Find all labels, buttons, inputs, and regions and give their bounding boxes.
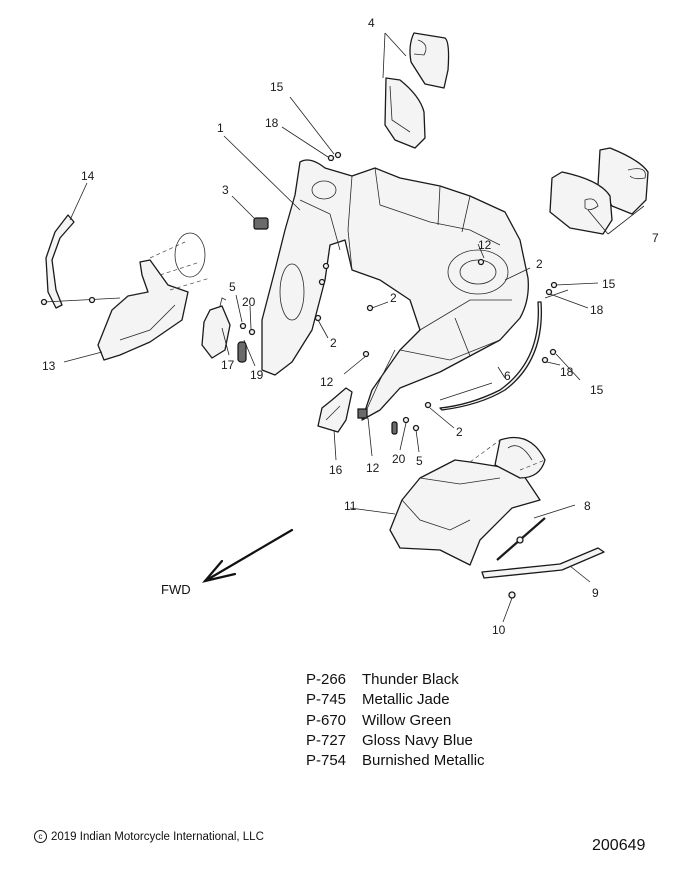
callout-1: 1 (217, 121, 224, 135)
part-17-gasket (201, 297, 231, 359)
callout-15: 15 (270, 80, 284, 94)
callout-15: 15 (602, 277, 616, 291)
leader-lines (63, 32, 645, 623)
forward-direction-arrow (202, 528, 294, 583)
copyright-text: 2019 Indian Motorcycle International, LL… (51, 831, 264, 843)
callout-20: 20 (242, 295, 256, 309)
callout-10: 10 (492, 623, 506, 637)
fasteners (239, 151, 558, 435)
part-4-cover-panels (384, 32, 450, 149)
paint-color-name: Burnished Metallic (362, 752, 485, 770)
callout-5: 5 (229, 280, 236, 294)
paint-code-legend: P-266 Thunder Black P-745 Metallic Jade P-… (306, 670, 485, 771)
paint-code: P-754 (306, 752, 347, 770)
paint-code-row: P-266 Thunder Black (306, 670, 485, 690)
paint-color-name: Thunder Black (362, 671, 459, 688)
callout-18: 18 (590, 303, 604, 317)
callout-18: 18 (560, 365, 574, 379)
callout-17: 17 (221, 358, 235, 372)
paint-code: P-670 (306, 711, 347, 729)
part-6-trim-strip (439, 301, 543, 411)
callout-16: 16 (329, 463, 343, 477)
part-11-lower-fairing (389, 436, 546, 566)
callout-2: 2 (390, 291, 397, 305)
callout-2: 2 (330, 336, 337, 350)
paint-code-row: P-670 Willow Green (306, 711, 485, 731)
callout-11: 11 (344, 499, 357, 513)
part-1-inner-fairing (261, 159, 529, 421)
part-14-bracket (45, 214, 75, 309)
callout-8: 8 (584, 499, 591, 513)
paint-code-row: P-727 Gloss Navy Blue (306, 731, 485, 751)
part-16-bracket (317, 387, 353, 433)
paint-code: P-745 (306, 691, 347, 709)
paint-color-name: Metallic Jade (362, 691, 450, 709)
callout-12: 12 (366, 461, 380, 475)
callout-2: 2 (536, 257, 543, 271)
part-3-clip (253, 217, 269, 230)
callout-15: 15 (590, 383, 604, 397)
paint-color-name: Willow Green (362, 711, 452, 729)
callout-4: 4 (368, 16, 375, 30)
callout-7: 7 (652, 231, 659, 245)
part-9-bar (481, 547, 605, 579)
copyright-icon: c (34, 830, 47, 843)
fastener-line-13 (43, 297, 121, 303)
callout-5: 5 (416, 454, 423, 468)
paint-code-row: P-754 Burnished Metallic (306, 751, 485, 771)
copyright-notice: c 2019 Indian Motorcycle International, L… (34, 830, 264, 843)
callout-18: 18 (265, 116, 279, 130)
paint-code: P-266 (306, 671, 347, 688)
part-7-side-panels (549, 147, 649, 235)
callout-9: 9 (592, 586, 599, 600)
part-19-grommet (237, 341, 247, 363)
part-10-nut (508, 591, 516, 599)
paint-color-name: Gloss Navy Blue (362, 731, 473, 749)
callout-20: 20 (392, 452, 406, 466)
callout-6: 6 (504, 369, 511, 383)
callout-19: 19 (250, 368, 264, 382)
part-13-shroud (97, 232, 211, 361)
callout-14: 14 (81, 169, 95, 183)
callout-13: 13 (42, 359, 56, 373)
callout-12: 12 (478, 238, 492, 252)
paint-code-row: P-745 Metallic Jade (306, 690, 485, 710)
drawing-number: 200649 (592, 837, 646, 854)
callout-3: 3 (222, 183, 229, 197)
callout-12: 12 (320, 375, 334, 389)
paint-code: P-727 (306, 731, 347, 749)
fwd-label: FWD (161, 582, 191, 597)
callout-labels: 1 2 2 2 2 2 3 4 5 5 6 7 8 9 10 11 12 12 … (42, 16, 659, 637)
callout-2: 2 (456, 425, 463, 439)
